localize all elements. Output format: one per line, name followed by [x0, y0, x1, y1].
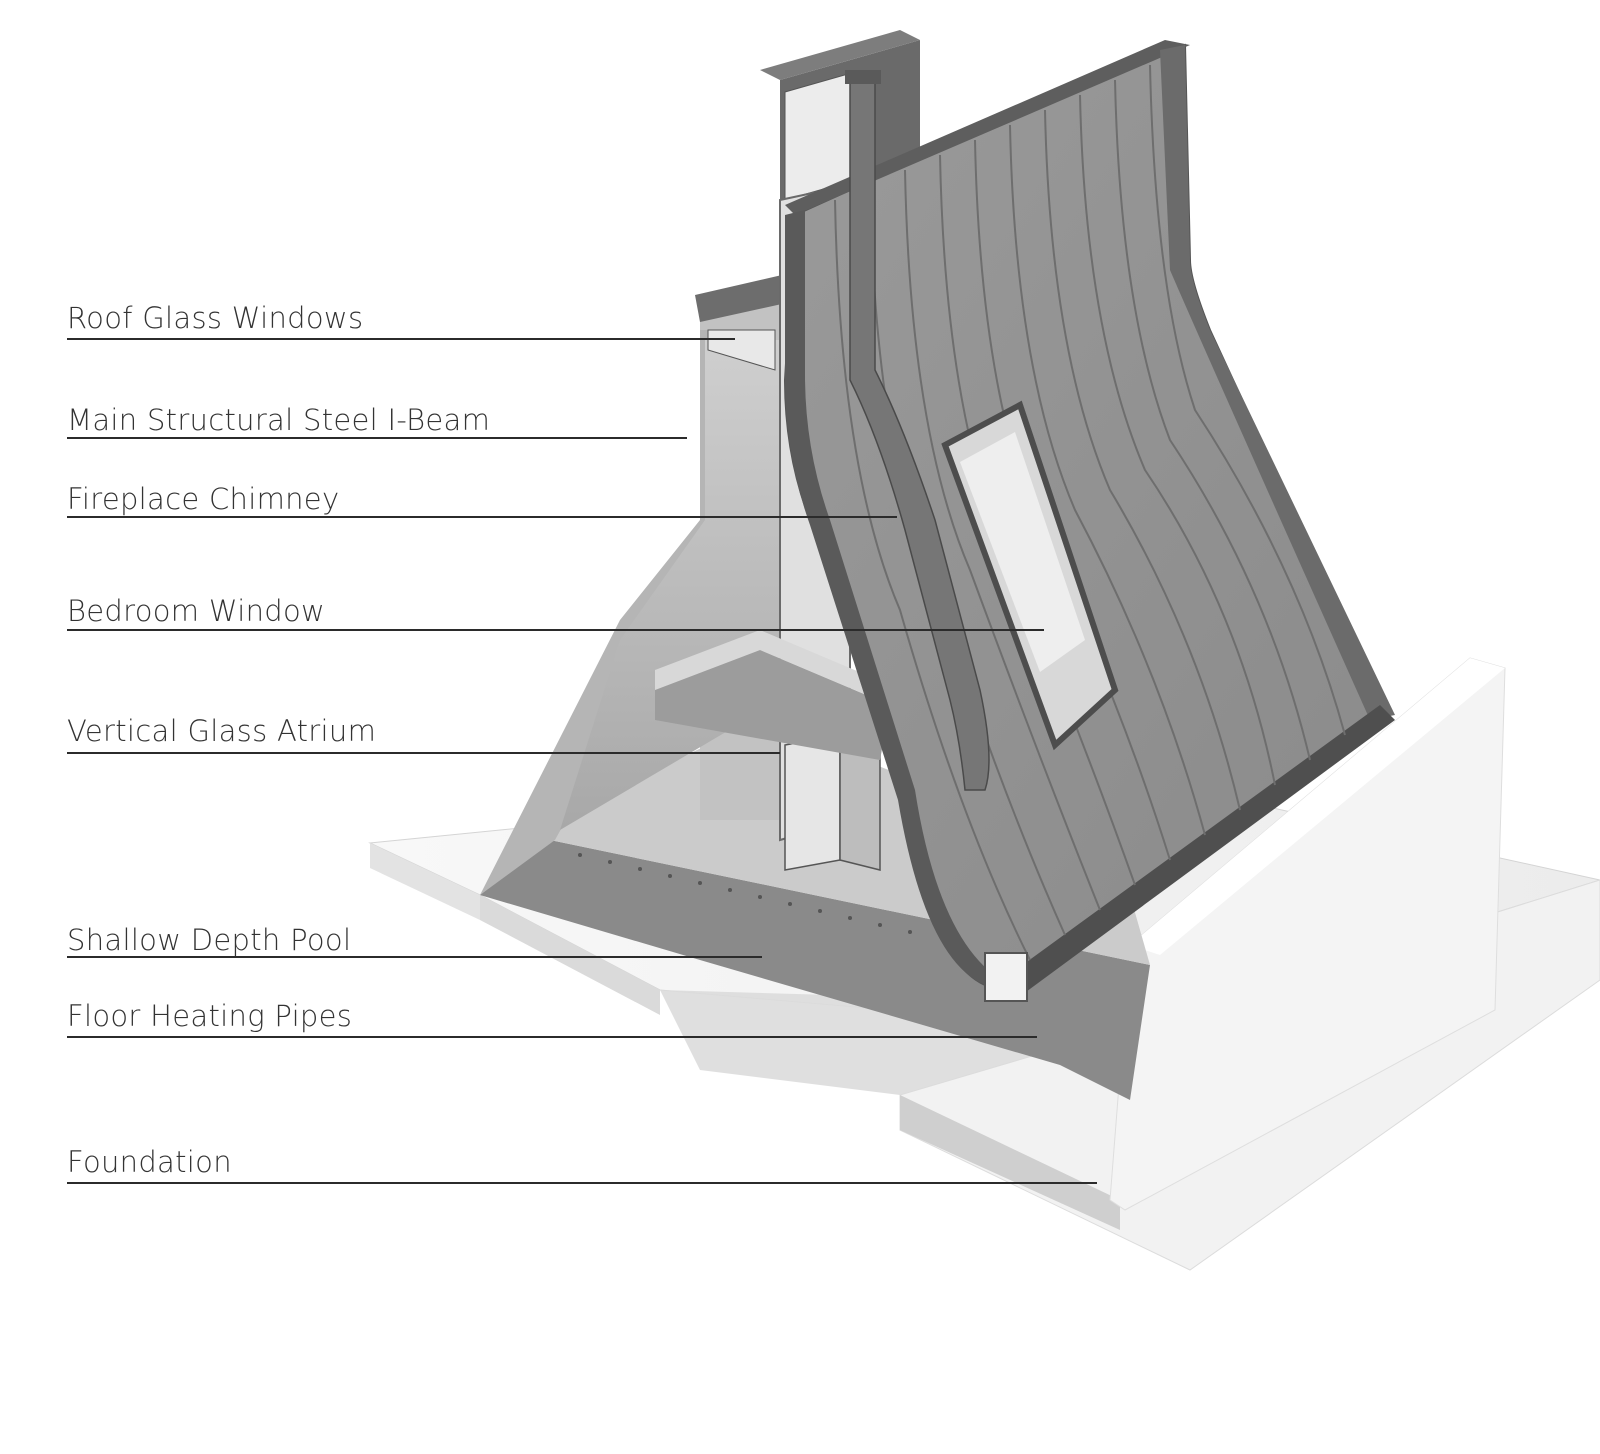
leader-steel-i-beam	[67, 437, 687, 439]
leader-shallow-depth-pool	[67, 956, 762, 958]
foundation-right-step-face	[900, 1095, 1120, 1230]
label-steel-i-beam: Main Structural Steel I-Beam	[67, 403, 491, 437]
atrium-column	[784, 734, 841, 871]
skylight-glass	[707, 329, 776, 371]
chimney-cap	[845, 70, 881, 84]
label-vertical-glass-atrium: Vertical Glass Atrium	[67, 714, 377, 748]
mezzanine	[655, 650, 890, 760]
bedroom-window-glass	[960, 432, 1085, 672]
heating-box	[984, 952, 1028, 1002]
roof-bottom-beam	[995, 705, 1395, 1000]
foundation-slab-edge-left	[370, 843, 480, 920]
label-shallow-depth-pool: Shallow Depth Pool	[67, 923, 352, 957]
chimney-pipe	[849, 79, 990, 791]
label-floor-heating-pipes: Floor Heating Pipes	[67, 999, 353, 1033]
leader-floor-heating-pipes	[67, 1036, 1037, 1038]
leader-fireplace-chimney	[67, 516, 897, 518]
leader-bedroom-window	[67, 629, 1044, 631]
mezzanine-top	[655, 630, 890, 705]
leader-foundation	[67, 1182, 1097, 1184]
leader-roof-glass-windows	[67, 338, 735, 340]
foundation-step-front	[480, 895, 660, 1015]
leader-vertical-glass-atrium	[67, 752, 780, 754]
skylight-top	[695, 272, 800, 322]
label-roof-glass-windows: Roof Glass Windows	[67, 301, 364, 335]
label-bedroom-window: Bedroom Window	[67, 594, 326, 628]
label-fireplace-chimney: Fireplace Chimney	[67, 482, 340, 516]
roof-frame-edge	[785, 40, 1190, 215]
site-wall-right-top	[1130, 658, 1505, 955]
label-foundation: Foundation	[67, 1145, 232, 1179]
heating-pipe-dots	[578, 853, 912, 934]
floor-slab-section	[480, 840, 1150, 1100]
tower-top	[760, 30, 920, 80]
roof-right-edge	[1160, 45, 1395, 720]
